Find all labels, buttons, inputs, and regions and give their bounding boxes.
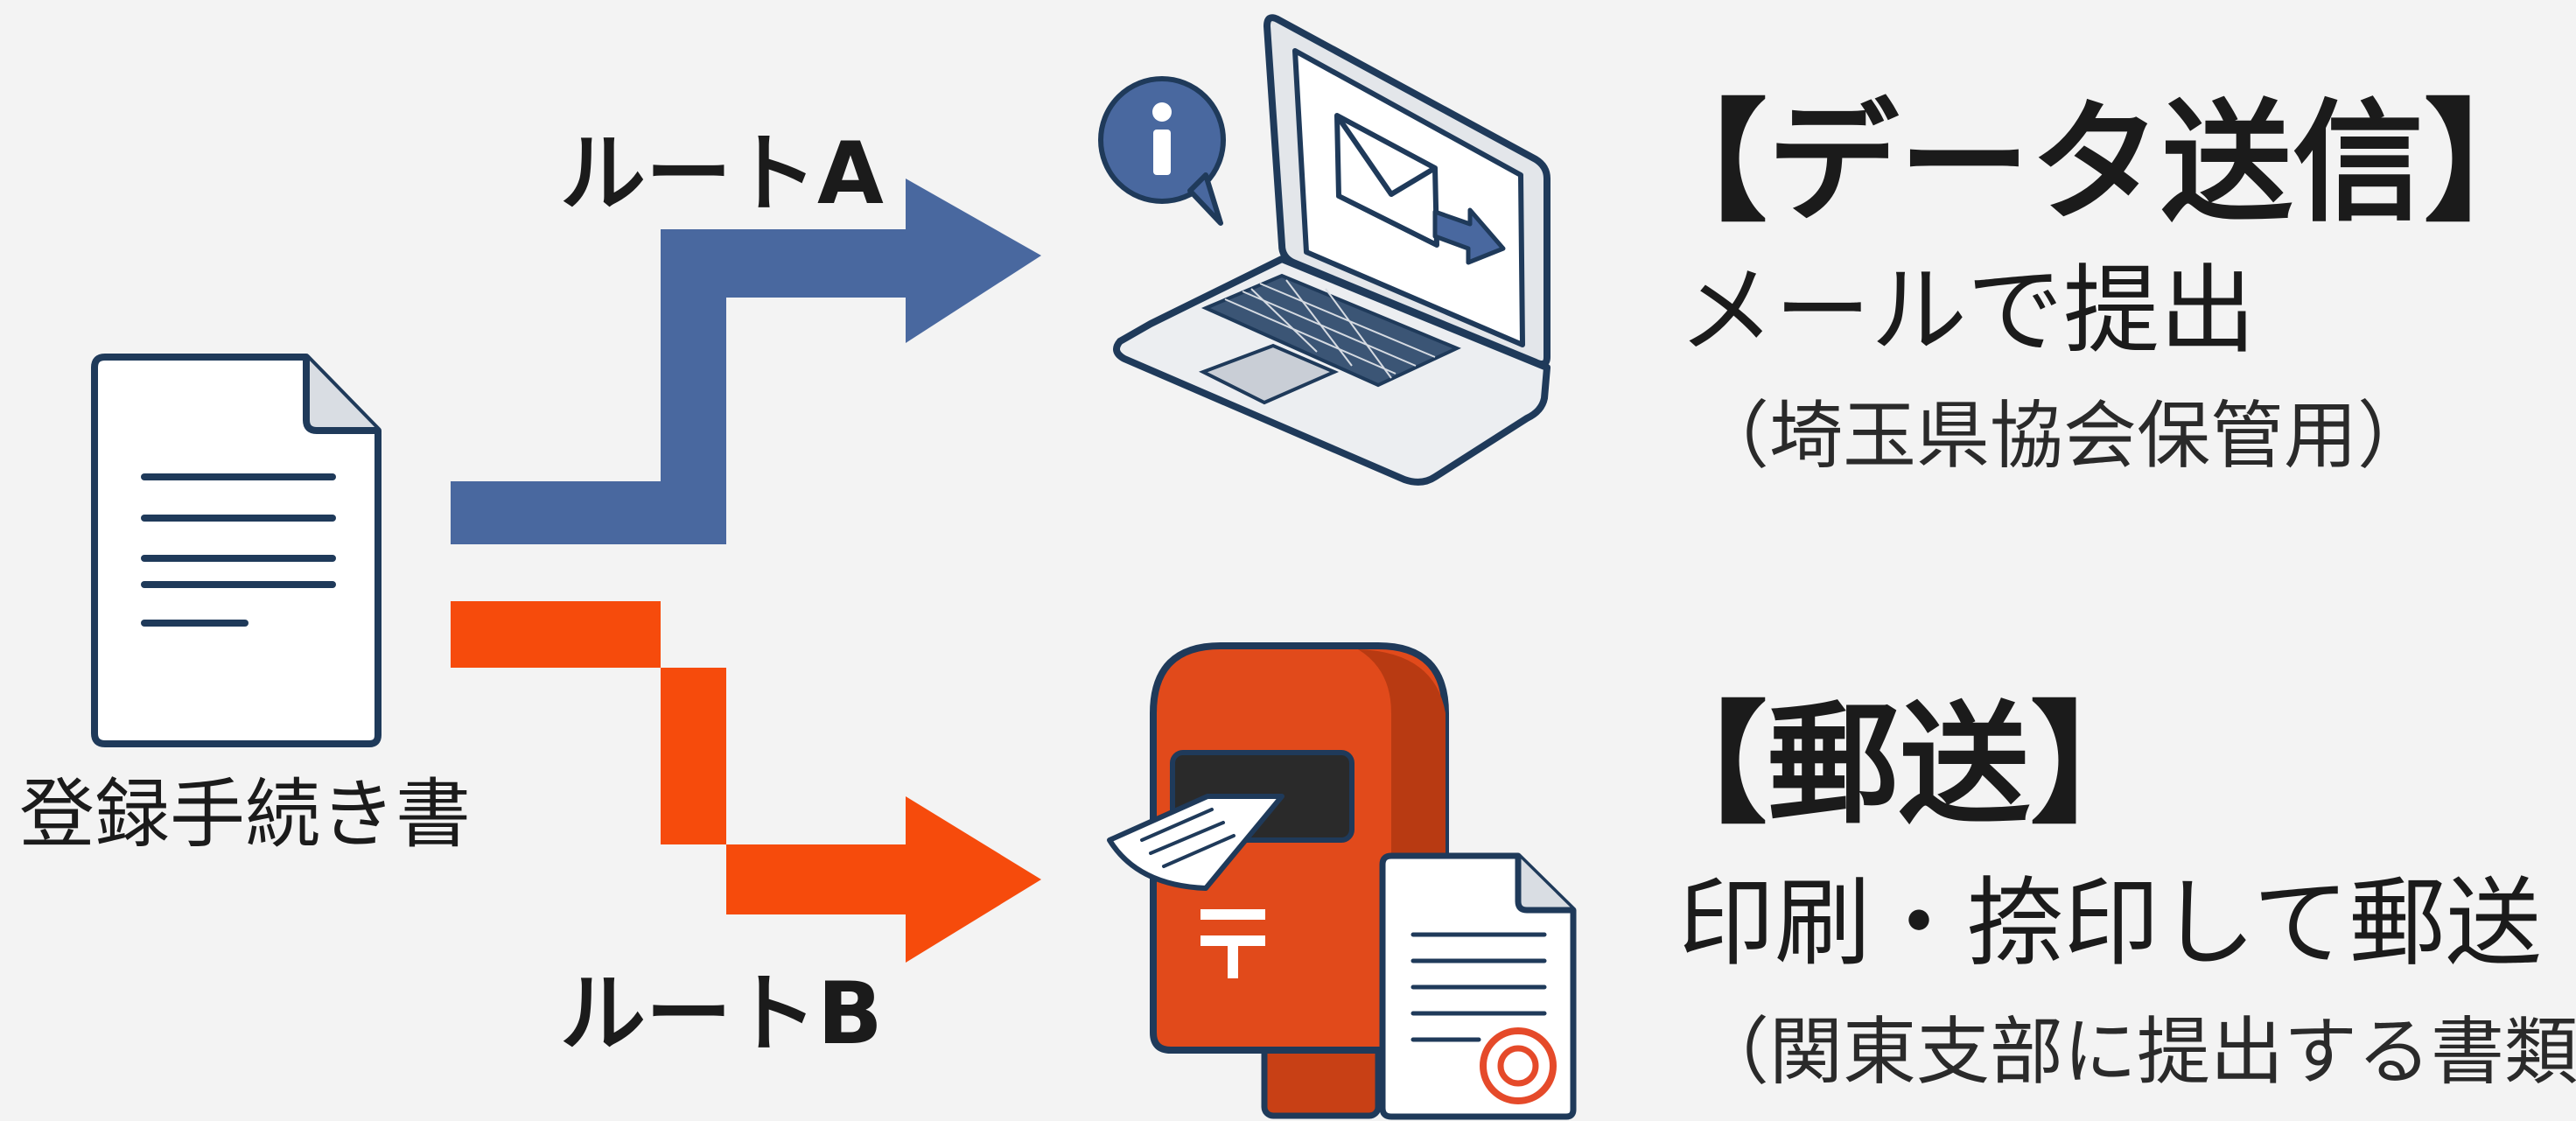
route-a-method: メールで提出: [1678, 255, 2256, 367]
route-a-note: （埼玉県協会保管用）: [1696, 393, 2432, 479]
mail-envelope-icon: [1334, 113, 1506, 265]
route-a-arrow: [451, 179, 1041, 544]
route-a-heading: 【データ送信】: [1636, 88, 2556, 240]
route-b-method: 印刷・捺印して郵送: [1678, 867, 2542, 979]
route-b-heading: 【郵送】: [1636, 690, 2162, 842]
route-b-label: ルートB: [560, 964, 883, 1064]
document-icon: [91, 354, 382, 747]
stamped-document-icon: [1379, 852, 1577, 1120]
laptop-icon: [1113, 14, 1550, 486]
info-bubble-icon: [1098, 76, 1226, 226]
route-b-note: （関東支部に提出する書類）: [1696, 1009, 2576, 1095]
route-a-label: ルートA: [560, 124, 884, 224]
route-b-arrow: [451, 601, 1041, 963]
paper-slip-icon: [1107, 794, 1284, 891]
postal-mark-icon: [1200, 909, 1265, 978]
source-document-label: 登録手続き書: [19, 771, 471, 858]
